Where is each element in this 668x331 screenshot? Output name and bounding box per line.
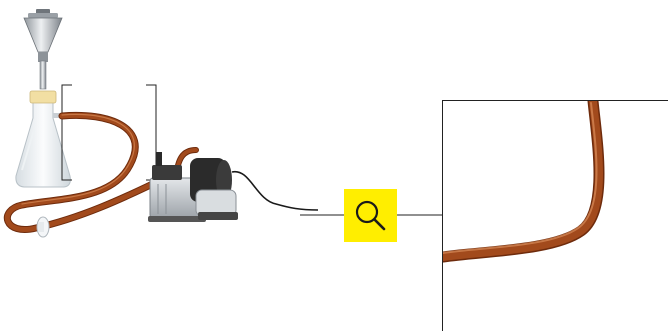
vacuum-pump [148,152,238,222]
zoom-detail-panel [442,100,668,331]
bracket-left [61,84,72,181]
zoomed-tubing [443,101,605,263]
filter-funnel [23,9,63,90]
magnifier-icon [344,189,397,242]
zoom-button[interactable] [344,189,397,242]
stopper [29,90,57,104]
power-cable [231,171,319,211]
filter-flask [15,90,71,188]
inline-filter [36,216,50,238]
